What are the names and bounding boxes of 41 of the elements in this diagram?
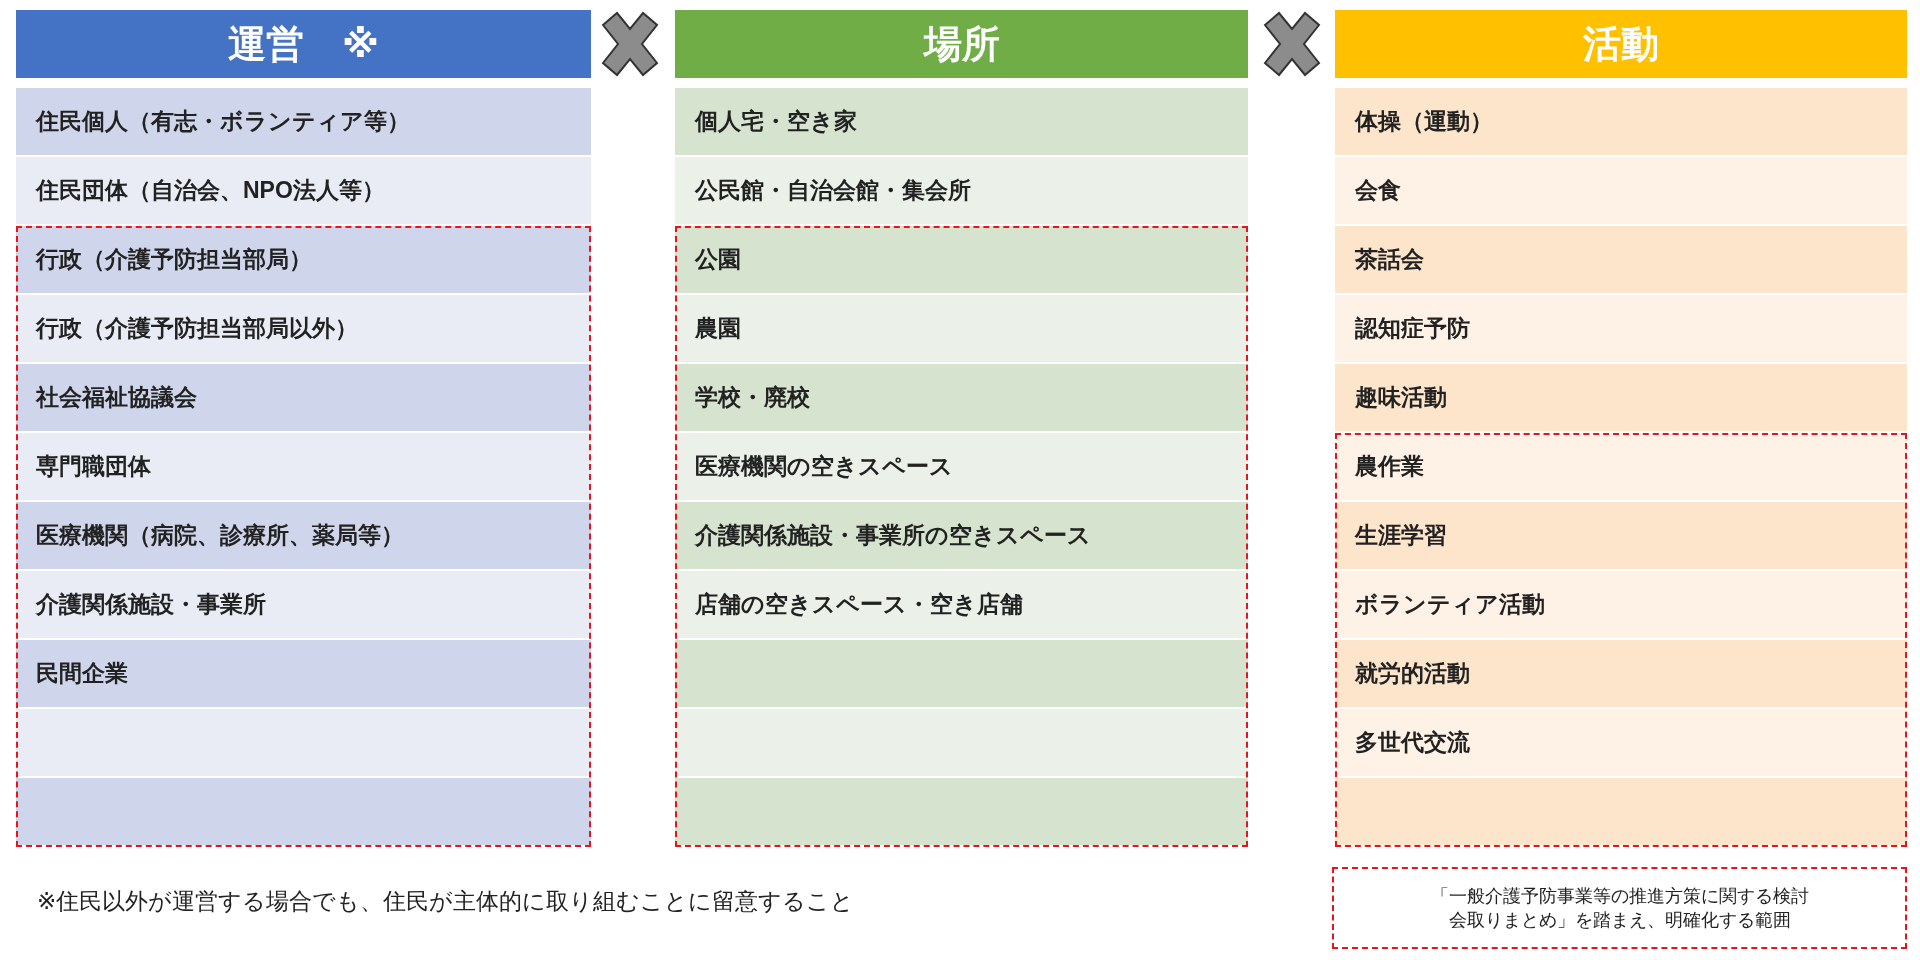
empty-cell: [16, 778, 591, 847]
empty-cell: [1335, 778, 1907, 847]
table-cell: 公園: [675, 226, 1248, 295]
table-cell: 介護関係施設・事業所: [16, 571, 591, 640]
table-cell: 医療機関の空きスペース: [675, 433, 1248, 502]
empty-cell: [675, 709, 1248, 778]
table-cell: 農作業: [1335, 433, 1907, 502]
table-cell: 農園: [675, 295, 1248, 364]
legend-text: 「一般介護予防事業等の推進方策に関する検討会取りまとめ」を踏まえ、明確化する範囲: [1429, 885, 1810, 932]
column-header: 運営 ※: [16, 10, 591, 78]
table-cell: 公民館・自治会館・集会所: [675, 157, 1248, 226]
footnote: ※住民以外が運営する場合でも、住民が主体的に取り組むことに留意すること: [37, 887, 855, 916]
table-cell: 専門職団体: [16, 433, 591, 502]
table-cell: 認知症予防: [1335, 295, 1907, 364]
table-cell: 趣味活動: [1335, 364, 1907, 433]
table-cell: 生涯学習: [1335, 502, 1907, 571]
table-cell: 行政（介護予防担当部局）: [16, 226, 591, 295]
empty-cell: [675, 778, 1248, 847]
empty-cell: [16, 709, 591, 778]
table-cell: 茶話会: [1335, 226, 1907, 295]
dashed-region-frame: [16, 226, 591, 847]
table-cell: 就労的活動: [1335, 640, 1907, 709]
table-cell: 民間企業: [16, 640, 591, 709]
table-cell: 医療機関（病院、診療所、薬局等）: [16, 502, 591, 571]
column-header: 活動: [1335, 10, 1907, 78]
table-cell: 学校・廃校: [675, 364, 1248, 433]
dashed-region-frame: [1335, 433, 1907, 847]
table-cell: 介護関係施設・事業所の空きスペース: [675, 502, 1248, 571]
table-cell: 会食: [1335, 157, 1907, 226]
table-cell: 社会福祉協議会: [16, 364, 591, 433]
table-cell: 住民団体（自治会、NPO法人等）: [16, 157, 591, 226]
table-cell: 行政（介護予防担当部局以外）: [16, 295, 591, 364]
table-cell: 体操（運動）: [1335, 88, 1907, 157]
table-cell: 個人宅・空き家: [675, 88, 1248, 157]
empty-cell: [675, 640, 1248, 709]
table-cell: ボランティア活動: [1335, 571, 1907, 640]
table-cell: 住民個人（有志・ボランティア等）: [16, 88, 591, 157]
column-header: 場所: [675, 10, 1248, 78]
table-cell: 店舗の空きスペース・空き店舗: [675, 571, 1248, 640]
table-cell: 多世代交流: [1335, 709, 1907, 778]
dashed-region-frame: [675, 226, 1248, 847]
